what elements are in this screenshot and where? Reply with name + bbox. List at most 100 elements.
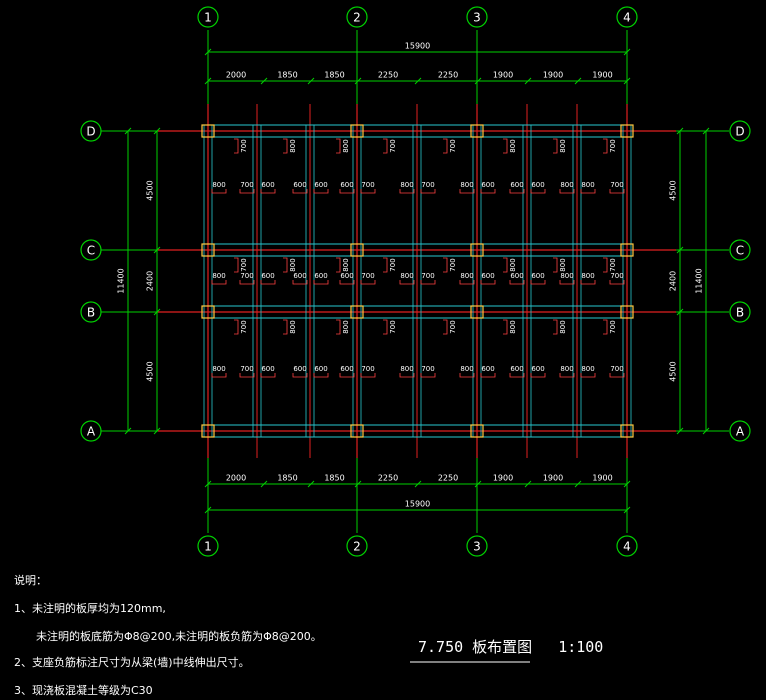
- vertical-rebar-label: 700: [240, 258, 248, 271]
- negative-rebar-mark: [420, 189, 436, 194]
- vertical-rebar-mark: [336, 257, 341, 273]
- rebar-label: 600: [510, 272, 523, 280]
- column: [620, 424, 634, 438]
- rebar-label: 800: [581, 365, 594, 373]
- vertical-rebar-mark: [234, 138, 239, 154]
- dimension-tick: [260, 77, 268, 85]
- axis-bubble-left-D-circle: [80, 120, 102, 142]
- vertical-rebar-label: 800: [289, 258, 297, 271]
- rebar-label: 700: [361, 272, 374, 280]
- vertical-rebar-mark: [383, 319, 388, 335]
- column: [620, 124, 634, 138]
- vertical-rebar-label: 700: [389, 320, 397, 333]
- negative-rebar-mark: [313, 189, 329, 194]
- dimension-tick: [474, 77, 482, 85]
- vertical-rebar-label: 700: [389, 139, 397, 152]
- rebar-label: 700: [610, 181, 623, 189]
- rebar-label: 600: [340, 272, 353, 280]
- vertical-rebar-label: 700: [609, 258, 617, 271]
- vertical-rebar-label: 800: [289, 139, 297, 152]
- dimension-tick: [574, 480, 582, 488]
- vertical-rebar-label: 700: [240, 139, 248, 152]
- negative-rebar-mark: [399, 189, 415, 194]
- left-segment-dimension: 2400: [146, 271, 155, 291]
- negative-rebar-mark: [459, 280, 475, 285]
- axis-bubble-left-A-circle: [80, 420, 102, 442]
- top-total-dimension: 15900: [405, 42, 430, 51]
- axis-bubble-top-1-label: 1: [204, 11, 212, 25]
- dimension-tick: [307, 77, 315, 85]
- vertical-rebar-label: 800: [509, 320, 517, 333]
- negative-rebar-mark: [260, 280, 276, 285]
- axis-bubble-top-3-label: 3: [473, 11, 481, 25]
- negative-rebar-mark: [339, 189, 355, 194]
- vertical-rebar-mark: [503, 257, 508, 273]
- negative-rebar-mark: [580, 280, 596, 285]
- vertical-rebar-label: 800: [289, 320, 297, 333]
- axis-bubble-bottom-2-circle: [346, 535, 368, 557]
- rebar-label: 600: [531, 181, 544, 189]
- negative-rebar-mark: [609, 280, 625, 285]
- vertical-rebar-mark: [283, 257, 288, 273]
- axis-bubble-right-A-circle: [729, 420, 751, 442]
- column: [350, 305, 364, 319]
- rebar-label: 800: [560, 181, 573, 189]
- axis-bubble-top-2-label: 2: [353, 11, 361, 25]
- column: [350, 124, 364, 138]
- dimension-tick: [474, 480, 482, 488]
- bottom-segment-dimension: 2000: [226, 474, 246, 483]
- bottom-segment-dimension: 1850: [277, 474, 297, 483]
- rebar-label: 700: [610, 272, 623, 280]
- left-segment-dimension: 4500: [146, 361, 155, 381]
- negative-rebar-mark: [239, 189, 255, 194]
- rebar-label: 800: [460, 181, 473, 189]
- top-segment-dimension: 1900: [543, 71, 563, 80]
- negative-rebar-mark: [459, 189, 475, 194]
- dimension-tick: [414, 480, 422, 488]
- axis-bubble-right-C-label: C: [736, 244, 744, 258]
- rebar-label: 800: [581, 272, 594, 280]
- note-line-3: 2、支座负筋标注尺寸为从梁(墙)中线伸出尺寸。: [14, 656, 250, 669]
- dimension-tick: [260, 480, 268, 488]
- note-line-4: 3、现浇板混凝土等级为C30: [14, 684, 153, 697]
- note-line-1: 1、未注明的板厚均为120mm,: [14, 602, 166, 615]
- rebar-label: 600: [481, 272, 494, 280]
- vertical-rebar-label: 800: [342, 139, 350, 152]
- rebar-label: 600: [314, 365, 327, 373]
- vertical-rebar-label: 800: [509, 258, 517, 271]
- column: [201, 424, 215, 438]
- column: [470, 305, 484, 319]
- axis-bubble-bottom-2-label: 2: [353, 540, 361, 554]
- axis-bubble-bottom-4-circle: [616, 535, 638, 557]
- negative-rebar-mark: [292, 189, 308, 194]
- vertical-rebar-label: 700: [449, 320, 457, 333]
- negative-rebar-mark: [292, 373, 308, 378]
- dimension-tick: [524, 77, 532, 85]
- vertical-rebar-label: 800: [559, 320, 567, 333]
- axis-bubble-bottom-1-circle: [197, 535, 219, 557]
- vertical-rebar-mark: [283, 138, 288, 154]
- dimension-tick: [414, 77, 422, 85]
- axis-bubble-top-4-circle: [616, 6, 638, 28]
- negative-rebar-mark: [459, 373, 475, 378]
- rebar-label: 800: [212, 365, 225, 373]
- top-segment-dimension: 1850: [277, 71, 297, 80]
- rebar-label: 800: [560, 272, 573, 280]
- column: [620, 305, 634, 319]
- grid-lines: [158, 104, 676, 458]
- negative-rebar-mark: [239, 373, 255, 378]
- axis-bubble-left-D-label: D: [86, 125, 95, 139]
- negative-rebar-mark: [509, 280, 525, 285]
- rebar-label: 600: [481, 365, 494, 373]
- vertical-rebar-mark: [336, 319, 341, 335]
- negative-rebar-mark: [480, 189, 496, 194]
- axis-bubble-right-D-circle: [729, 120, 751, 142]
- column: [350, 424, 364, 438]
- dimension-tick: [354, 77, 362, 85]
- column: [350, 243, 364, 257]
- column: [470, 243, 484, 257]
- negative-rebar-mark: [580, 373, 596, 378]
- rebar-label: 600: [340, 181, 353, 189]
